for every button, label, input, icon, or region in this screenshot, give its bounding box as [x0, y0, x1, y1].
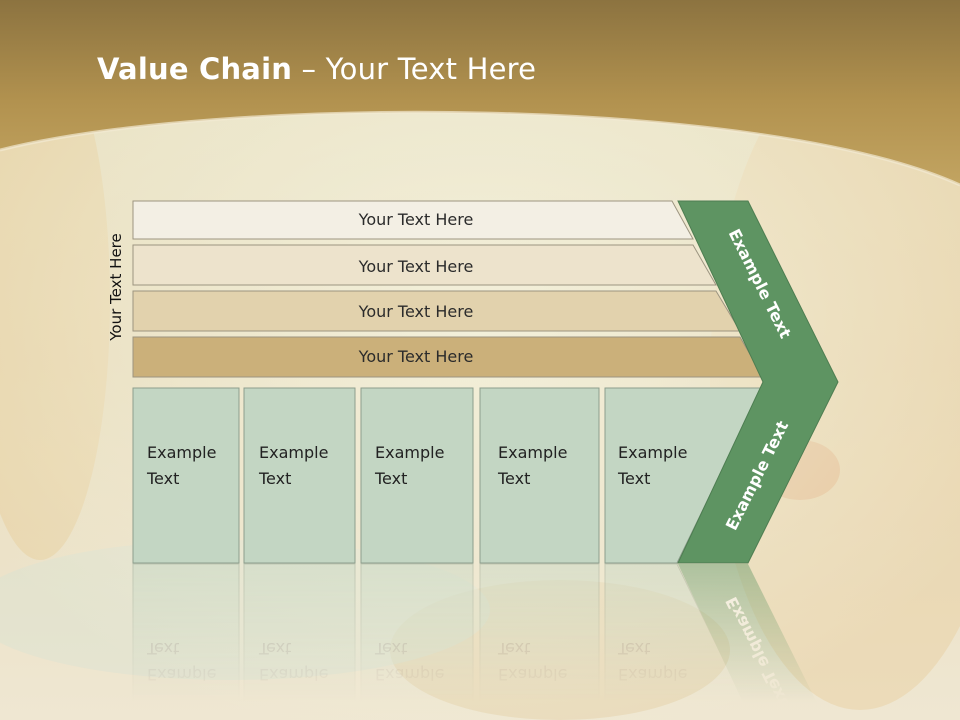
primary-box-2-line1: Example — [259, 443, 328, 462]
primary-box-2 — [243, 387, 356, 564]
primary-box-3-line1: Example — [375, 443, 444, 462]
title-rest: – Your Text Here — [292, 52, 537, 86]
primary-box-1 — [132, 387, 240, 564]
primary-box-2-line2: Text — [258, 469, 291, 488]
svg-text:Text: Text — [374, 639, 407, 658]
svg-text:Text: Text — [617, 639, 650, 658]
chevron-shape — [677, 200, 839, 564]
primary-box-5-line2: Text — [617, 469, 650, 488]
primary-activities: Example Text Example Text Example Text E… — [132, 387, 763, 564]
support-bar-2-label: Your Text Here — [358, 257, 474, 276]
svg-text:Text: Text — [146, 639, 179, 658]
primary-box-4 — [479, 387, 600, 564]
primary-box-1-line1: Example — [147, 443, 216, 462]
svg-text:Example: Example — [498, 665, 567, 684]
svg-text:Text: Text — [497, 639, 530, 658]
reflection: Example Text Example Text Example Text E… — [132, 563, 826, 720]
primary-box-5-line1: Example — [618, 443, 687, 462]
svg-text:Example: Example — [259, 665, 328, 684]
support-bar-4-label: Your Text Here — [358, 347, 474, 366]
support-bar-1 — [132, 200, 694, 240]
svg-text:Text: Text — [258, 639, 291, 658]
svg-text:Example: Example — [618, 665, 687, 684]
primary-box-3-line2: Text — [374, 469, 407, 488]
support-bar-1-label: Your Text Here — [358, 210, 474, 229]
svg-text:Example: Example — [375, 665, 444, 684]
svg-text:Example: Example — [147, 665, 216, 684]
primary-box-3 — [360, 387, 474, 564]
primary-box-5 — [604, 387, 763, 564]
support-activities: Your Text Here Your Text Here Your Text … — [132, 200, 764, 378]
support-bar-3-label: Your Text Here — [358, 302, 474, 321]
slide-title: Value Chain – Your Text Here — [97, 52, 536, 86]
primary-box-4-line1: Example — [498, 443, 567, 462]
primary-box-4-line2: Text — [497, 469, 530, 488]
title-bold: Value Chain — [97, 52, 293, 86]
support-bar-2 — [132, 244, 717, 286]
primary-box-1-line2: Text — [146, 469, 179, 488]
